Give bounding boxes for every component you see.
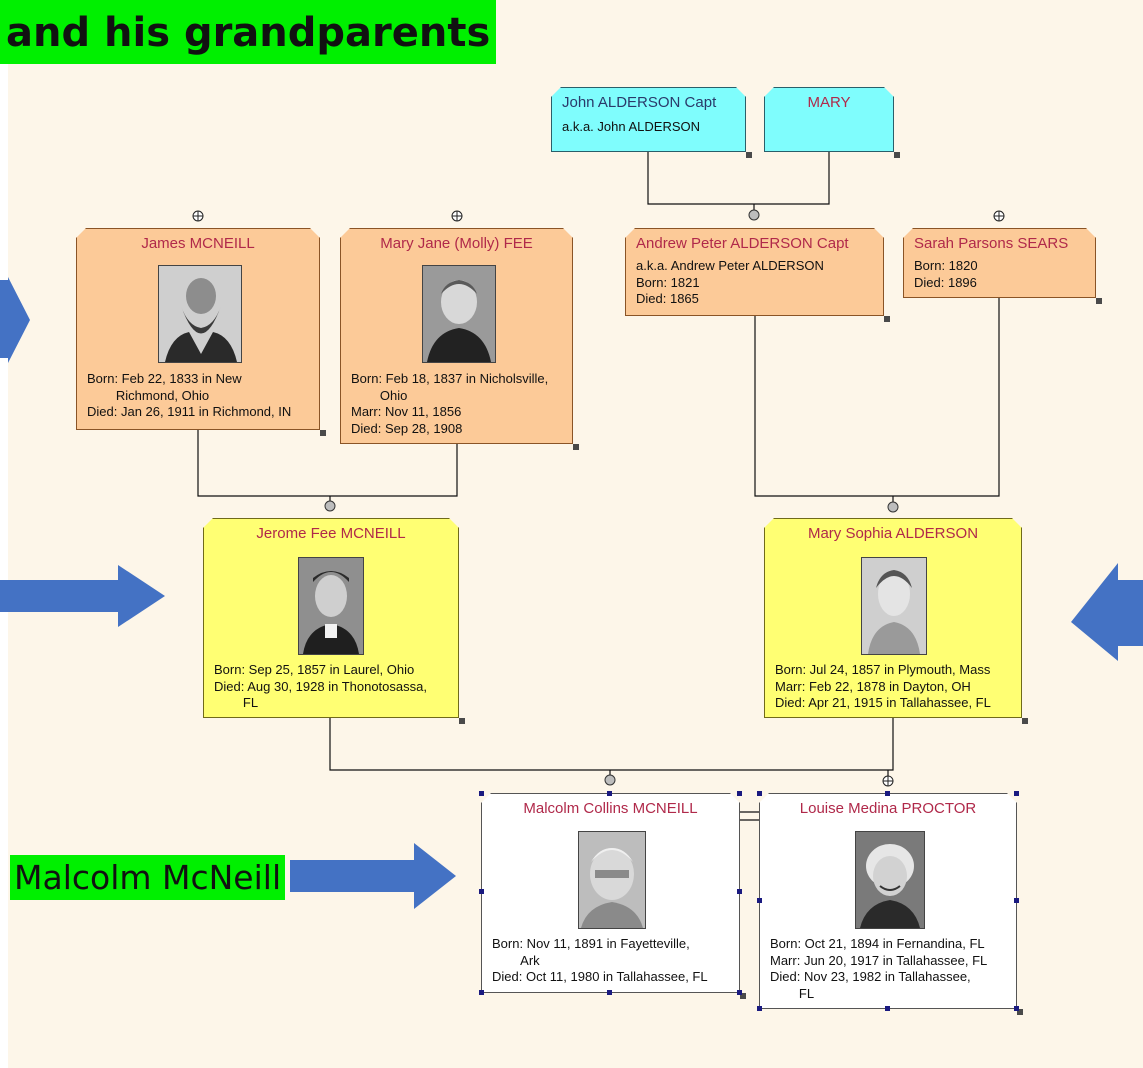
person-jerome-mcneill[interactable]: Jerome Fee MCNEILL Born: Sep 25, 1857 in… [203, 518, 459, 718]
person-name: Sarah Parsons SEARS [914, 235, 1069, 252]
portrait-photo [855, 831, 925, 929]
person-name: John ALDERSON Capt [562, 94, 717, 111]
person-info: Born: 1820 Died: 1896 [914, 258, 978, 290]
arrow-malcolm [290, 843, 456, 909]
person-info: a.k.a. John ALDERSON [562, 119, 701, 134]
person-info: Born: Feb 22, 1833 in New Richmond, Ohio… [87, 371, 292, 419]
arrow-marysophia [1071, 563, 1143, 661]
person-name: MARY [807, 94, 851, 111]
grey-dot-icon [324, 209, 899, 786]
person-info: Born: Feb 18, 1837 in Nicholsville, Ohio… [351, 371, 549, 436]
person-mary-jane-fee[interactable]: Mary Jane (Molly) FEE Born: Feb 18, 1837… [340, 228, 573, 444]
person-john-alderson[interactable]: John ALDERSON Capt a.k.a. John ALDERSON [551, 87, 746, 152]
title-banner: and his grandparents [0, 0, 497, 64]
portrait-photo [298, 557, 364, 655]
malcolm-label: Malcolm McNeill [10, 855, 286, 900]
crosshair-circle-icon [192, 210, 1005, 787]
person-info: Born: Oct 21, 1894 in Fernandina, FL Mar… [770, 936, 988, 1001]
person-louise-proctor[interactable]: Louise Medina PROCTOR Born: Oct 21, 1894… [759, 793, 1017, 1009]
person-sarah-sears[interactable]: Sarah Parsons SEARS Born: 1820 Died: 189… [903, 228, 1096, 298]
person-info: Born: Sep 25, 1857 in Laurel, Ohio Died:… [214, 662, 427, 710]
person-name: Malcolm Collins MCNEILL [523, 800, 698, 817]
arrow-jerome [0, 565, 165, 627]
person-name: Mary Sophia ALDERSON [807, 525, 979, 542]
person-info: Born: Nov 11, 1891 in Fayetteville, Ark … [492, 936, 708, 984]
person-name: Louise Medina PROCTOR [799, 800, 977, 817]
portrait-photo [422, 265, 496, 363]
arrows [0, 277, 1143, 909]
person-name: Andrew Peter ALDERSON Capt [636, 235, 849, 252]
person-info: a.k.a. Andrew Peter ALDERSON Born: 1821 … [636, 258, 824, 306]
portrait-photo [861, 557, 927, 655]
person-mary[interactable]: MARY [764, 87, 894, 152]
person-name: Jerome Fee MCNEILL [256, 525, 406, 542]
arrow-top-left [0, 277, 30, 363]
portrait-photo [158, 265, 242, 363]
person-name: Mary Jane (Molly) FEE [380, 235, 533, 252]
person-james-mcneill[interactable]: James MCNEILL Born: Feb 22, 1833 in New … [76, 228, 320, 430]
person-mary-sophia-alderson[interactable]: Mary Sophia ALDERSON Born: Jul 24, 1857 … [764, 518, 1022, 718]
portrait-photo [578, 831, 646, 929]
person-name: James MCNEILL [141, 235, 255, 252]
person-info: Born: Jul 24, 1857 in Plymouth, Mass Mar… [775, 662, 991, 710]
person-andrew-alderson[interactable]: Andrew Peter ALDERSON Capt a.k.a. Andrew… [625, 228, 884, 316]
person-malcolm-mcneill[interactable]: Malcolm Collins MCNEILL Born: Nov 11, 18… [481, 793, 740, 993]
